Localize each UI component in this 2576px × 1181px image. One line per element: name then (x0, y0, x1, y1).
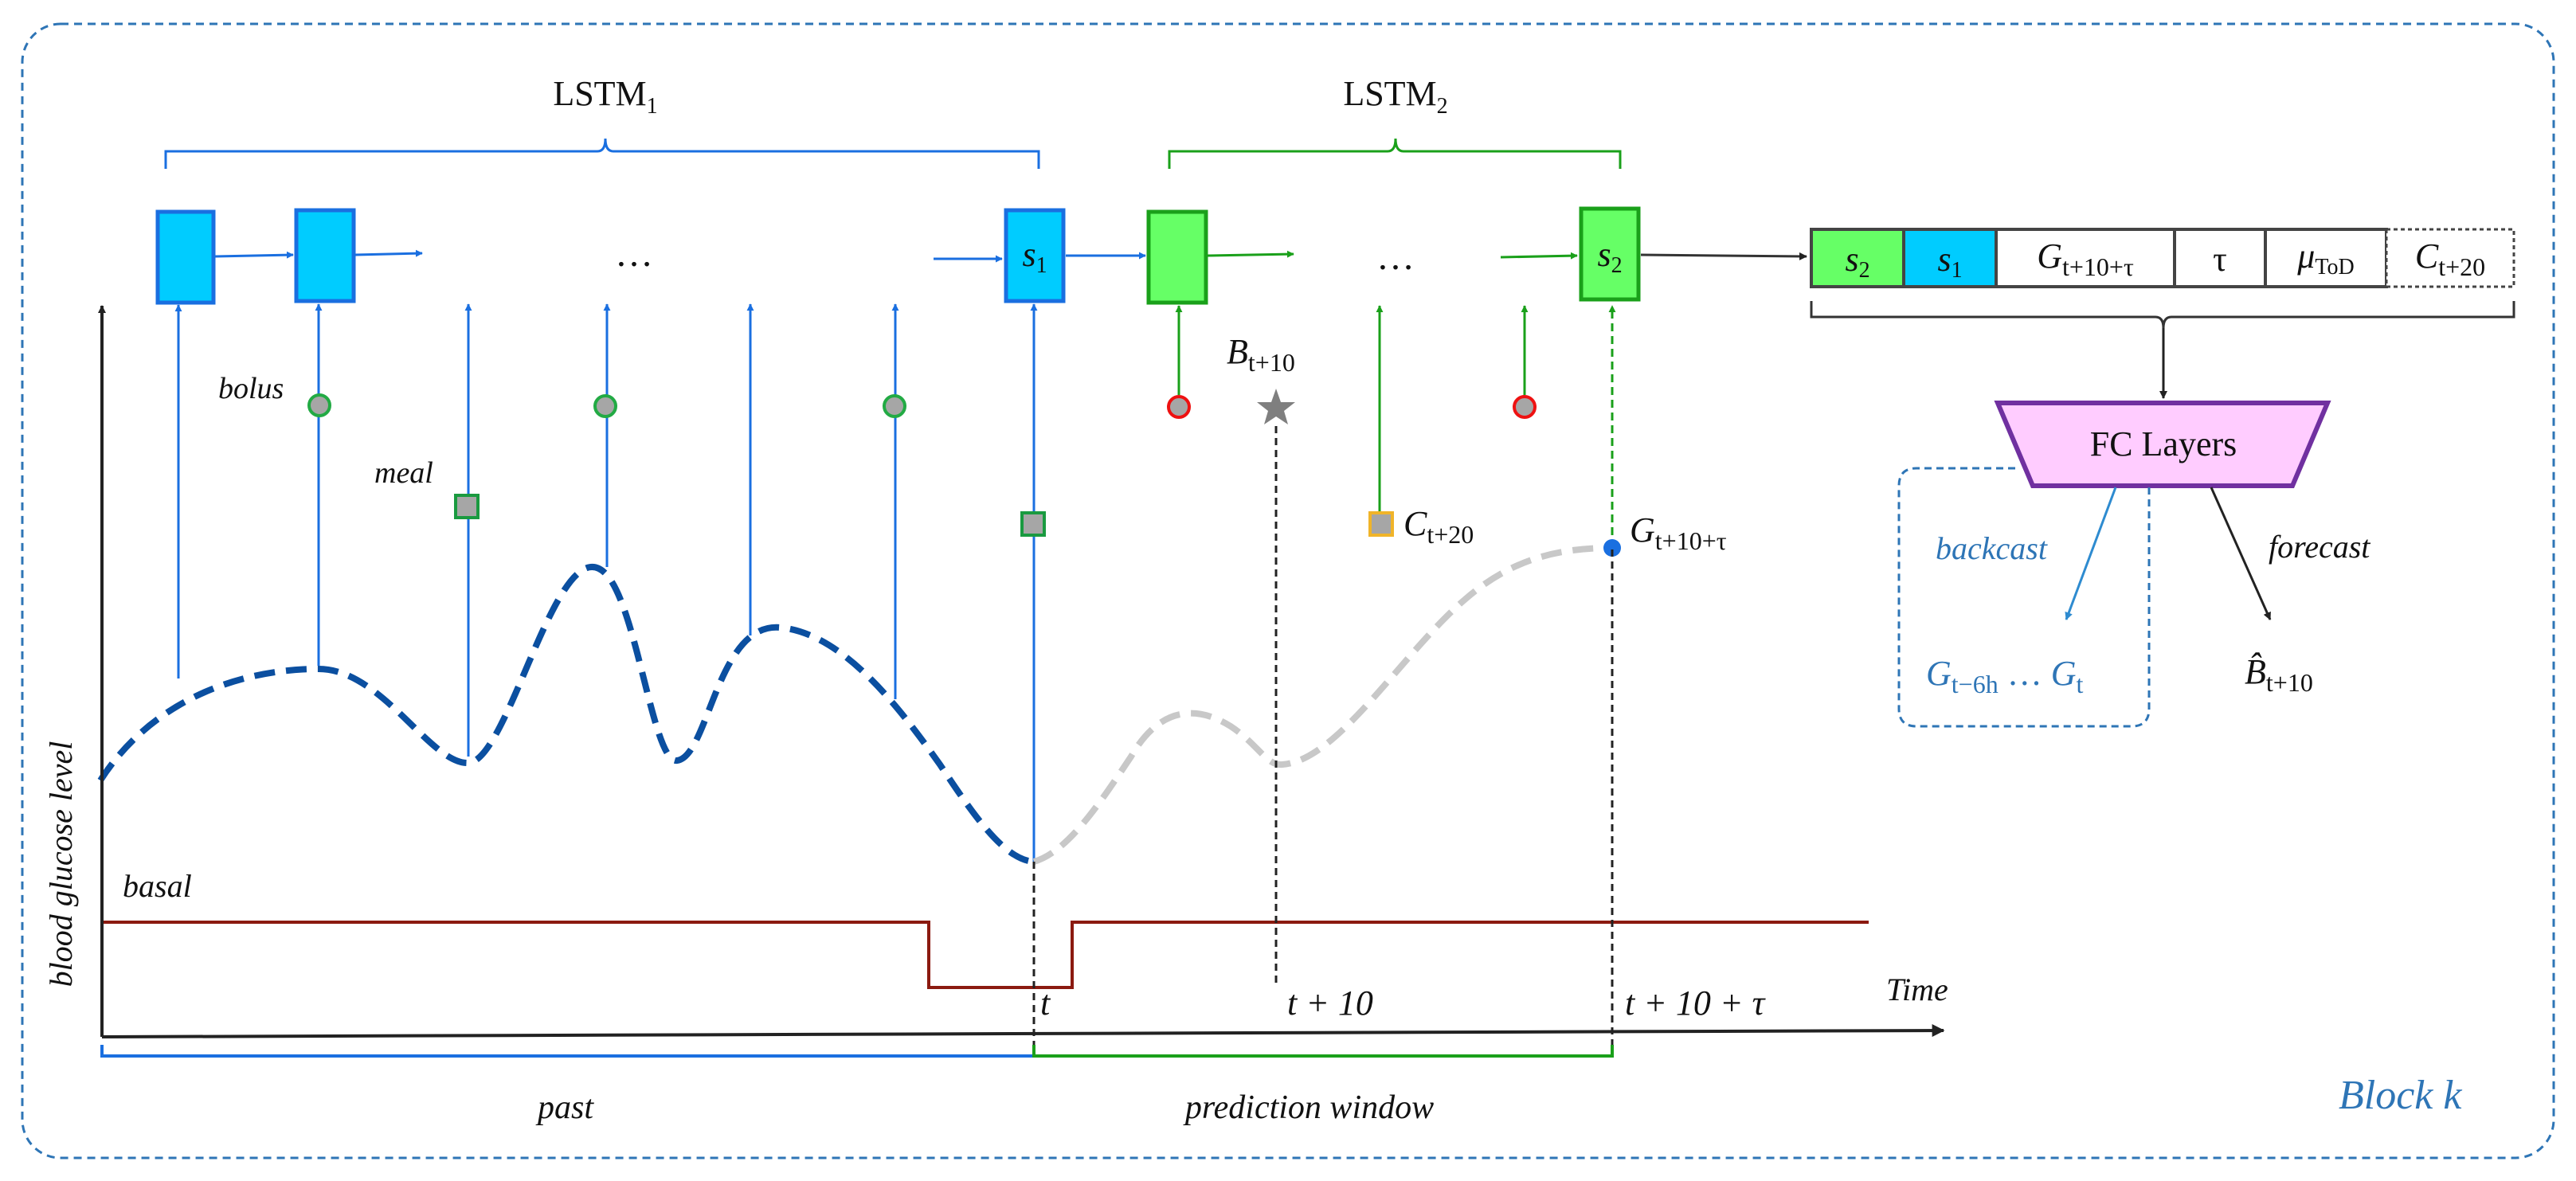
recurrent-arrow (214, 251, 294, 259)
bolus-marker (307, 393, 331, 417)
lstm1-brace (164, 138, 1040, 169)
vector-tau-text: τ (2213, 240, 2227, 279)
glucose-curve-future (1032, 545, 1613, 865)
lstm1-cell-s1 (1004, 208, 1066, 303)
backcast-label: backcast (1936, 530, 2048, 566)
forecast-arrow (2210, 487, 2272, 620)
recurrent-arrow (354, 249, 423, 257)
vector-brace (1810, 301, 2515, 329)
backcast-arrow (2065, 487, 2117, 620)
meal-label: meal (374, 456, 433, 490)
vector-mu-text: μToD (2296, 237, 2354, 280)
recurrent-arrow (1207, 250, 1294, 258)
backcast-box (1897, 467, 2151, 728)
vector-cell-mu (2264, 228, 2388, 288)
lstm1-cell-2 (294, 208, 356, 303)
b-t10-label: Bt+10 (1227, 332, 1295, 377)
lstm1-cell-1 (155, 209, 216, 305)
basal-label: basal (123, 868, 192, 904)
lstm1-label: LSTM1 (553, 74, 657, 119)
tick-t: t (1040, 984, 1051, 1023)
x-axis-label: Time (1886, 972, 1948, 1007)
future-bolus-marker (1167, 395, 1191, 419)
block-label: Block k (2339, 1073, 2462, 1118)
vector-c-text: Ct+20 (2415, 237, 2485, 281)
meal-marker (1020, 511, 1046, 537)
vector-s1-text: s1 (1937, 240, 1962, 283)
bolus-marker (883, 394, 906, 418)
feature-vector: s2 s1 Gt+10+τ τ μToD Ct+20 (1810, 228, 2515, 288)
tick-t10tau: t + 10 + τ (1625, 984, 1767, 1023)
glucose-curve-past (97, 564, 1035, 865)
vector-g-text: Gt+10+τ (2037, 237, 2134, 281)
g-target-dot (1603, 539, 1621, 557)
c-t20-label: Ct+20 (1403, 504, 1474, 549)
g-target-label: Gt+10+τ (1630, 510, 1727, 555)
lstm1-ellipsis: … (615, 233, 653, 275)
forecast-label: forecast (2269, 529, 2370, 565)
lstm2-label: LSTM2 (1343, 74, 1447, 119)
tick-t10: t + 10 (1287, 984, 1373, 1023)
x-axis (101, 1024, 1945, 1038)
lstm2-cell-s2 (1579, 206, 1641, 302)
past-label: past (535, 1089, 594, 1126)
future-bolus-marker (1513, 395, 1537, 419)
prediction-window-bracket (1032, 1045, 1614, 1058)
meal-marker (454, 494, 480, 519)
lstm2-brace (1168, 138, 1622, 169)
basal-line (104, 921, 1869, 989)
vector-cell-c (2385, 228, 2515, 288)
prediction-window-label: prediction window (1183, 1089, 1434, 1126)
forecast-output: B̂t+10 (2245, 652, 2313, 697)
carb-marker (1368, 511, 1394, 537)
s2-cell-label: s2 (1597, 235, 1622, 278)
block-border (21, 22, 2555, 1159)
vector-cell-g (1995, 228, 2176, 288)
recurrent-arrow (1500, 252, 1578, 260)
past-bracket (100, 1045, 1035, 1058)
bolus-label: bolus (218, 372, 284, 405)
y-axis-label: blood glucose level (43, 741, 79, 987)
vector-s2-text: s2 (1845, 240, 1869, 283)
lstm2-cell-1 (1146, 209, 1208, 305)
lstm2-ellipsis: … (1376, 236, 1415, 278)
b-t10-star-icon (1257, 389, 1295, 424)
bolus-marker (593, 394, 617, 418)
fc-layers-label: FC Layers (2090, 424, 2237, 463)
backcast-output: Gt−6h … Gt (1926, 654, 2084, 698)
s2-to-vector-arrow (1640, 252, 1807, 260)
s1-cell-label: s1 (1022, 235, 1047, 278)
fc-layers-block (1994, 401, 2331, 488)
